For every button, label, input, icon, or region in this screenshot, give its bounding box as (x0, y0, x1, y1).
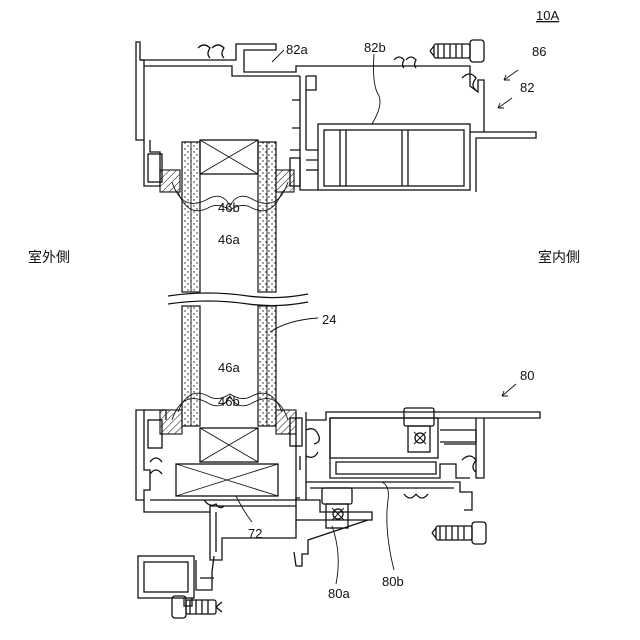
label-82: 82 (520, 80, 534, 95)
label-82b: 82b (364, 40, 386, 55)
label-46b-bottom: 46b (218, 394, 240, 409)
label-46a-top: 46a (218, 232, 240, 247)
label-46b-top: 46b (218, 200, 240, 215)
screw-icon-bottom (172, 596, 222, 618)
latch-icon-lower (322, 488, 352, 528)
figure-id-label: 10A (536, 8, 559, 23)
upper-glazing-support (148, 140, 300, 192)
label-86: 86 (532, 44, 546, 59)
label-72: 72 (248, 526, 262, 541)
label-24: 24 (322, 312, 336, 327)
label-80a: 80a (328, 586, 350, 601)
lower-frame-80 (136, 410, 540, 606)
lower-glazing-support (148, 410, 302, 496)
screw-icon-right (432, 522, 486, 544)
label-80: 80 (520, 368, 534, 383)
label-80b: 80b (382, 574, 404, 589)
label-82a: 82a (286, 42, 308, 57)
latch-icon (404, 408, 434, 452)
indoor-side-label: 室内側 (538, 249, 580, 266)
outdoor-side-label: 室外側 (28, 249, 70, 266)
screw-icon (430, 40, 484, 62)
label-46a-bottom: 46a (218, 360, 240, 375)
